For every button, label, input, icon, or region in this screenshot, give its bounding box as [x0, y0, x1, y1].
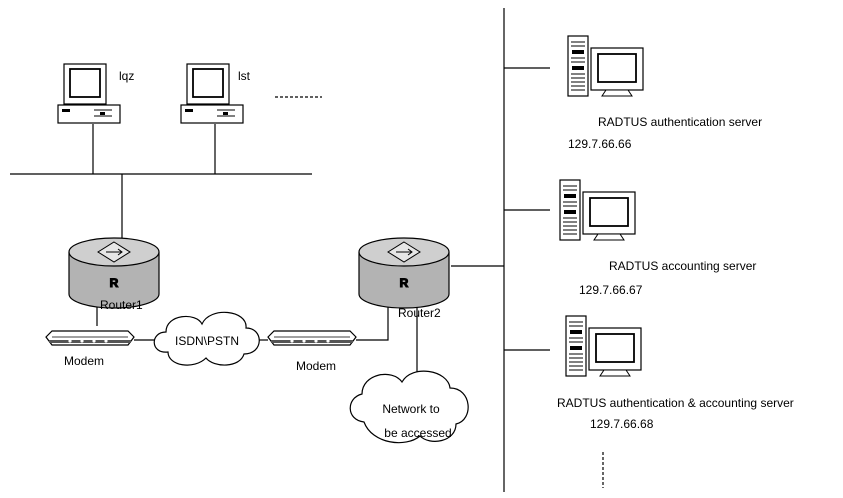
server-icon[interactable] [559, 179, 636, 241]
server3-ip: 129.7.66.68 [590, 417, 654, 431]
server-icon[interactable] [567, 35, 644, 97]
modem1-label: Modem [64, 354, 104, 368]
router1-label: Router1 [100, 298, 143, 312]
network-label-line2: be accessed [384, 426, 451, 440]
client-label-lqz: lqz [119, 69, 134, 83]
modem-icon[interactable] [45, 330, 135, 346]
router1-glyph: R [110, 276, 119, 290]
modem-icon[interactable] [267, 330, 357, 346]
server1-name: RADTUS authentication server [598, 115, 762, 129]
server-icon[interactable] [565, 315, 642, 377]
server2-ip: 129.7.66.67 [579, 283, 643, 297]
router2-label: Router2 [398, 306, 441, 320]
isdn-pstn-label: ISDN\PSTN [175, 334, 239, 348]
network-label-line1: Network to [382, 402, 440, 416]
cloud-icon [153, 311, 260, 366]
pc-icon[interactable] [57, 63, 121, 124]
cloud-icon [349, 370, 469, 444]
router-icon[interactable]: R [68, 237, 160, 309]
server1-ip: 129.7.66.66 [568, 137, 632, 151]
client-label-lst: lst [238, 69, 251, 83]
pc-icon[interactable] [180, 63, 244, 124]
modem2-label: Modem [296, 359, 336, 373]
router2-glyph: R [400, 276, 409, 290]
server2-name: RADTUS accounting server [609, 259, 756, 273]
server3-name: RADTUS authentication & accounting serve… [557, 396, 794, 410]
router-icon[interactable]: R [358, 237, 450, 309]
